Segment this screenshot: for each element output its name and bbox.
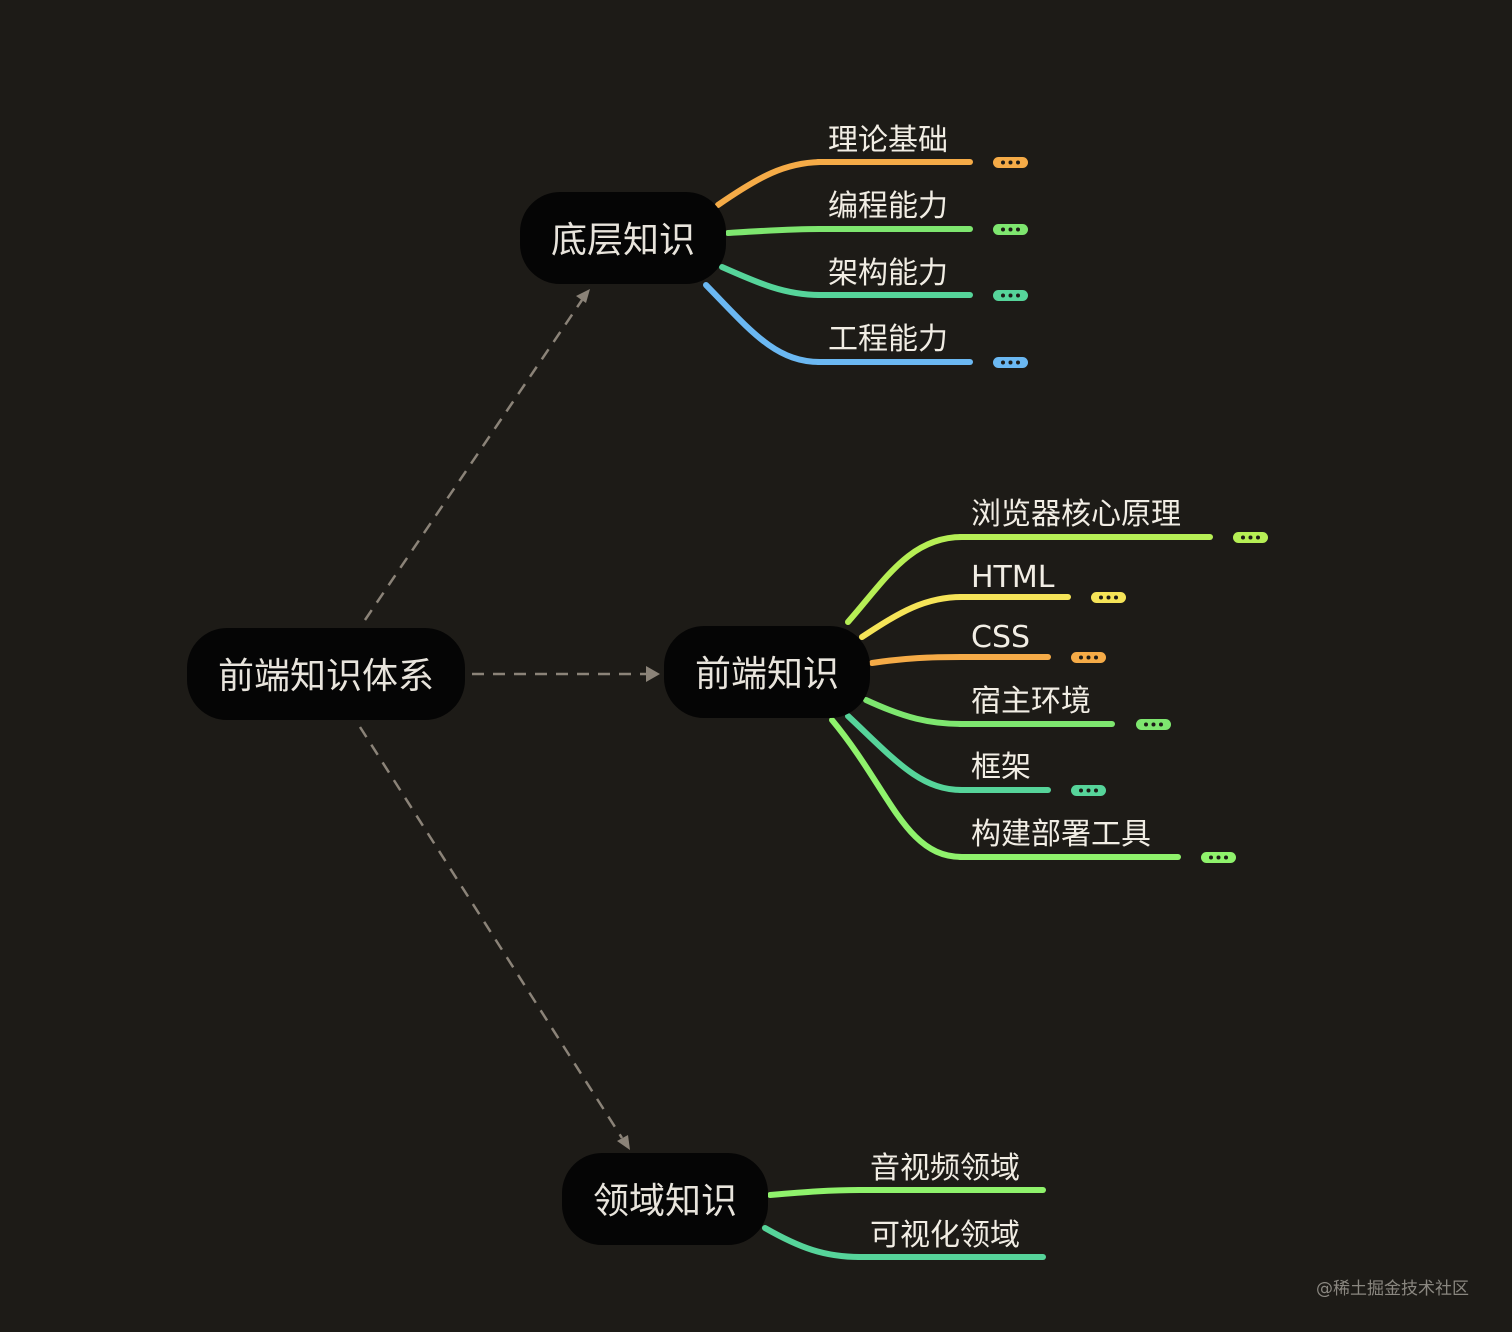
leaf-label[interactable]: HTML [971, 560, 1055, 595]
leaf-label[interactable]: 构建部署工具 [971, 817, 1151, 852]
more-dots-icon[interactable] [1233, 532, 1268, 543]
leaf-label[interactable]: 浏览器核心原理 [971, 497, 1181, 532]
leaf-label[interactable]: 框架 [971, 750, 1031, 785]
branch-line [703, 282, 823, 365]
more-dots-icon[interactable] [1071, 652, 1106, 663]
connector-root-to-g3 [358, 726, 624, 1139]
arrow-head-g3 [617, 1135, 630, 1150]
leaf-labels: 理论基础 编程能力 架构能力 工程能力 浏览器核心原理 HTML CSS 宿主环… [828, 123, 1181, 1253]
branch-line [869, 654, 965, 666]
branch-line [725, 226, 823, 236]
leaf-label[interactable]: 编程能力 [828, 189, 948, 224]
leaf-label[interactable]: 可视化领域 [870, 1218, 1020, 1253]
branch-line [845, 713, 965, 793]
more-dots-icon[interactable] [993, 157, 1028, 168]
root-connectors [358, 289, 660, 1150]
more-dots-icon[interactable] [1201, 852, 1236, 863]
more-dots-icon[interactable] [1071, 785, 1106, 796]
group-node-label: 前端知识 [695, 654, 839, 695]
more-dots-icon[interactable] [993, 357, 1028, 368]
collapse-indicators [993, 157, 1268, 863]
more-dots-icon[interactable] [993, 290, 1028, 301]
leaf-label[interactable]: 音视频领域 [870, 1151, 1020, 1186]
group-node-g2[interactable]: 前端知识 [664, 626, 870, 718]
more-dots-icon[interactable] [993, 224, 1028, 235]
branch-line [845, 534, 965, 625]
branch-line [863, 697, 965, 727]
leaf-label[interactable]: 架构能力 [828, 256, 948, 291]
branch-line [715, 159, 823, 208]
more-dots-icon[interactable] [1136, 719, 1171, 730]
leaf-label[interactable]: 工程能力 [828, 322, 948, 357]
more-dots-icon[interactable] [1091, 592, 1126, 603]
watermark: @稀土掘金技术社区 [1316, 1279, 1469, 1299]
group-node-g3[interactable]: 领域知识 [562, 1153, 768, 1245]
root-node-label: 前端知识体系 [218, 656, 434, 697]
branches-g1 [703, 159, 973, 365]
branches-g3 [762, 1187, 1046, 1260]
group-node-g1[interactable]: 底层知识 [520, 192, 726, 284]
branch-line [859, 594, 965, 640]
leaf-label[interactable]: 理论基础 [828, 123, 948, 158]
branch-line [762, 1225, 863, 1260]
arrow-head-g2 [646, 666, 660, 682]
group-node-label: 领域知识 [593, 1181, 737, 1222]
branch-line [719, 264, 823, 298]
arrow-head-g1 [576, 289, 590, 303]
group-node-label: 底层知识 [551, 220, 695, 261]
connector-root-to-g1 [363, 299, 584, 621]
branches-g2 [829, 534, 1213, 860]
branch-line [767, 1187, 863, 1198]
leaf-label[interactable]: CSS [971, 620, 1030, 655]
leaf-label[interactable]: 宿主环境 [971, 684, 1091, 719]
root-node[interactable]: 前端知识体系 [187, 628, 465, 720]
branch-line [829, 717, 965, 860]
